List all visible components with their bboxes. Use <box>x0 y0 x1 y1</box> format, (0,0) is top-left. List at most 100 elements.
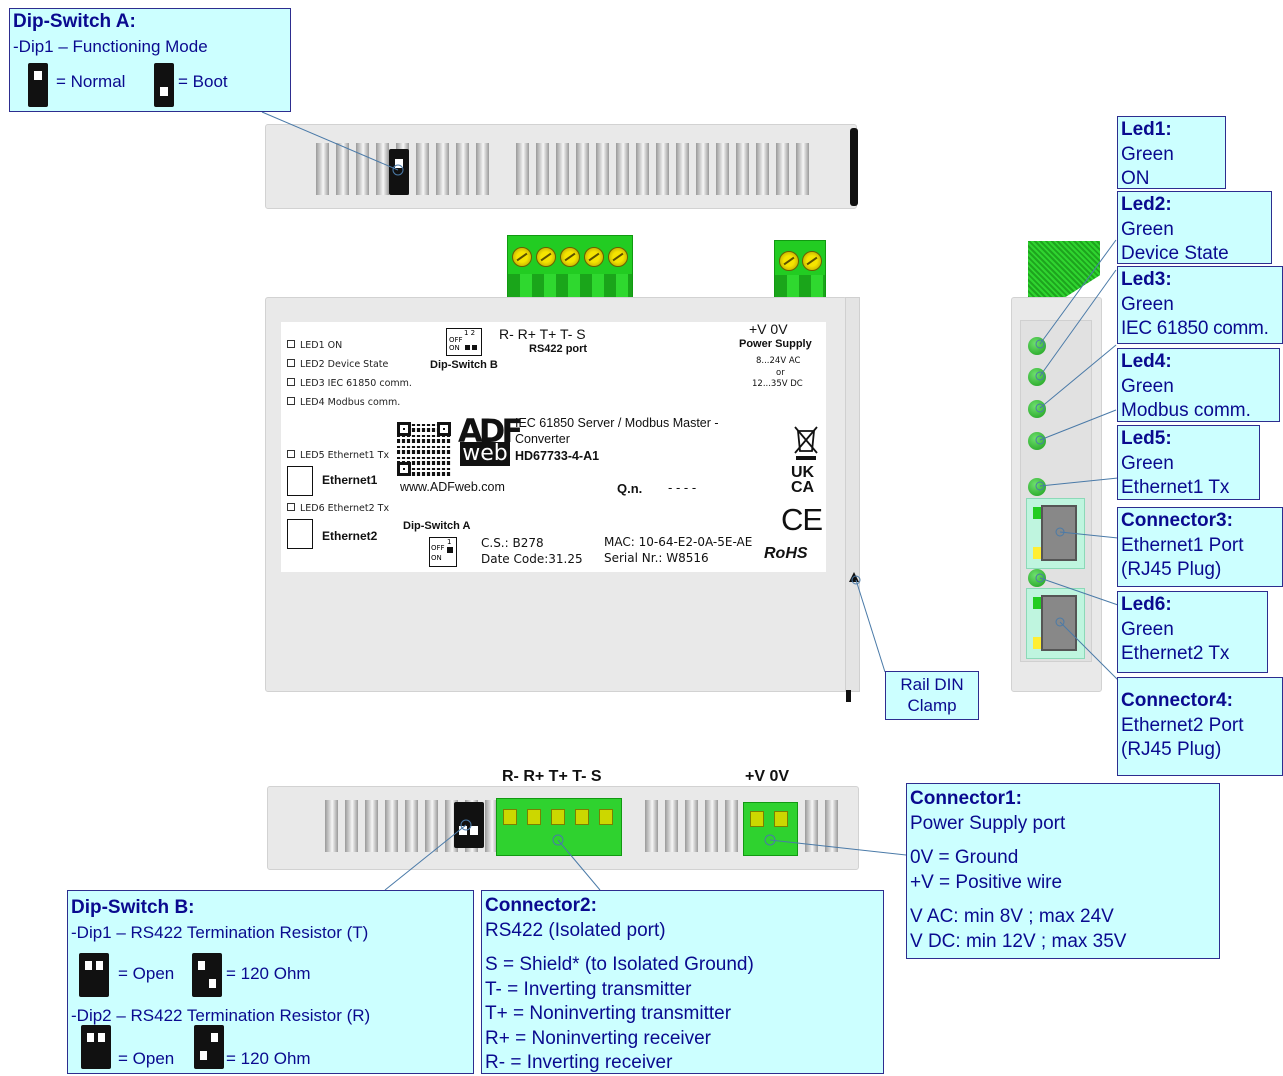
front-rail-clip <box>845 297 860 692</box>
cs-value: C.S.: B278 <box>481 536 544 550</box>
dip1-open-icon <box>79 953 109 997</box>
front-power-terminal <box>774 240 826 299</box>
callout-connector1-line5: V DC: min 12V ; max 35V <box>910 930 1127 952</box>
ukca-mark-bottom: CA <box>791 479 815 496</box>
dip2-open-icon <box>81 1025 111 1069</box>
callout-led6-desc: Ethernet2 Tx <box>1121 643 1230 664</box>
callout-led2-title: Led2: <box>1121 194 1172 215</box>
callout-connector2-line2: S = Shield* (to Isolated Ground) <box>485 954 754 975</box>
callout-led5-title: Led5: <box>1121 428 1172 449</box>
product-website: www.ADFweb.com <box>400 480 505 494</box>
callout-led1: Led1: Green ON <box>1117 116 1226 189</box>
front-led4-label: LED4 Modbus comm. <box>287 397 400 408</box>
dip1-120ohm-label: = 120 Ohm <box>226 964 311 983</box>
top-view-housing <box>265 124 858 209</box>
callout-led2-desc: Device State <box>1121 243 1229 264</box>
callout-connector1: Connector1: Power Supply port 0V = Groun… <box>906 783 1220 959</box>
dip1-120ohm-icon <box>192 953 222 997</box>
front-led2-label: LED2 Device State <box>287 359 388 370</box>
callout-connector1-line4: V AC: min 8V ; max 24V <box>910 906 1114 927</box>
side-rj45-port2 <box>1026 588 1085 659</box>
front-led3-label: LED3 IEC 61850 comm. <box>287 378 412 389</box>
front-dipswitch-a-symbol: OFF ON 1 <box>429 537 457 567</box>
callout-dipswitch-a-title: Dip-Switch A: <box>13 11 136 32</box>
side-rj45-port1 <box>1026 498 1085 569</box>
front-rs422-port-label: RS422 port <box>529 343 588 355</box>
callout-connector1-line3: +V = Positive wire <box>910 871 1063 893</box>
weee-icon <box>793 425 819 461</box>
dip-normal-icon <box>28 63 48 107</box>
callout-connector2-line1: RS422 (Isolated port) <box>485 919 666 941</box>
rail-din-arrow-icon <box>849 572 859 582</box>
callout-led5-desc: Ethernet1 Tx <box>1121 477 1230 498</box>
callout-rail-din: Rail DIN Clamp <box>885 671 979 720</box>
dip-boot-icon <box>154 63 174 107</box>
bottom-rs422-pins: R- R+ T+ T- S <box>502 768 602 785</box>
callout-dipswitch-b-title: Dip-Switch B: <box>71 897 195 918</box>
mac-address: MAC: 10-64-E2-0A-5E-AE <box>604 535 753 549</box>
callout-led5: Led5: Green Ethernet1 Tx <box>1117 425 1260 500</box>
front-dipswitch-a-label: Dip-Switch A <box>403 520 471 532</box>
callout-dipswitch-a-boot: = Boot <box>178 72 228 91</box>
callout-dipswitch-b: Dip-Switch B: -Dip1 – RS422 Termination … <box>67 890 474 1074</box>
callout-led3-desc: IEC 61850 comm. <box>1121 318 1269 339</box>
serial-number: Serial Nr.: W8516 <box>604 551 709 565</box>
front-ethernet1-label: Ethernet1 <box>322 473 378 487</box>
front-ps-dc: 12...35V DC <box>752 379 803 389</box>
date-code: Date Code:31.25 <box>481 552 583 566</box>
callout-connector4-title: Connector4: <box>1121 690 1233 711</box>
callout-rail-din-line1: Rail DIN <box>900 675 964 694</box>
callout-connector1-line2: 0V = Ground <box>910 847 1019 868</box>
product-code: HD67733-4-A1 <box>515 449 600 463</box>
callout-connector2-line6: R- = Inverting receiver <box>485 1052 673 1073</box>
callout-led4: Led4: Green Modbus comm. <box>1117 348 1280 422</box>
callout-led1-color: Green <box>1121 143 1174 165</box>
front-ps-title: Power Supply <box>739 338 812 350</box>
dip1-open-label: = Open <box>118 964 175 983</box>
callout-dipswitch-b-dip2: -Dip2 – RS422 Termination Resistor (R) <box>71 1006 371 1025</box>
bottom-dip-switch-b <box>454 802 484 848</box>
front-ethernet2-label: Ethernet2 <box>322 529 378 543</box>
front-ps-pins: +V 0V <box>749 321 788 337</box>
side-led6 <box>1028 569 1046 587</box>
product-desc-line2: Converter <box>515 432 570 446</box>
front-clip-black <box>846 690 851 702</box>
callout-dipswitch-a-normal: = Normal <box>56 72 126 91</box>
ce-mark: CE <box>781 502 823 537</box>
bottom-rs422-terminal <box>496 798 622 856</box>
callout-led3: Led3: Green IEC 61850 comm. <box>1117 266 1283 344</box>
callout-rail-din-line2: Clamp <box>907 696 957 715</box>
callout-connector2-title: Connector2: <box>485 895 597 916</box>
callout-led6: Led6: Green Ethernet2 Tx <box>1117 591 1268 673</box>
front-led5-label: LED5 Ethernet1 Tx <box>287 450 389 461</box>
callout-connector3-line2: (RJ45 Plug) <box>1121 559 1222 580</box>
ukca-mark-top: UK <box>791 464 815 481</box>
callout-connector3-line1: Ethernet1 Port <box>1121 534 1244 556</box>
side-led4 <box>1028 432 1046 450</box>
qr-code <box>397 422 451 476</box>
front-ethernet2-symbol <box>287 519 313 549</box>
callout-led2: Led2: Green Device State <box>1117 191 1272 264</box>
callout-connector2-line4: T+ = Noninverting transmitter <box>485 1003 732 1024</box>
callout-led2-color: Green <box>1121 218 1174 240</box>
callout-led1-title: Led1: <box>1121 119 1172 140</box>
bottom-power-terminal <box>743 802 798 856</box>
callout-connector2: Connector2: RS422 (Isolated port) S = Sh… <box>481 890 884 1074</box>
dip2-open-label: = Open <box>118 1049 175 1068</box>
qn-value: - - - - <box>668 480 697 495</box>
front-ps-ac: 8...24V AC <box>756 356 801 366</box>
front-dipswitch-b-label: Dip-Switch B <box>430 359 498 371</box>
callout-led6-title: Led6: <box>1121 594 1172 615</box>
callout-connector2-line3: T- = Inverting transmitter <box>485 978 692 1000</box>
front-led6-label: LED6 Ethernet2 Tx <box>287 503 389 514</box>
qn-label: Q.n. <box>617 481 643 496</box>
callout-dipswitch-a-line1: -Dip1 – Functioning Mode <box>13 36 208 56</box>
callout-led6-color: Green <box>1121 618 1174 640</box>
callout-led4-title: Led4: <box>1121 351 1172 372</box>
side-led2 <box>1028 368 1046 386</box>
top-housing-clip <box>850 128 858 206</box>
callout-connector1-line1: Power Supply port <box>910 812 1066 834</box>
callout-connector1-title: Connector1: <box>910 788 1022 809</box>
front-led1-label: LED1 ON <box>287 340 342 351</box>
rohs-mark: RoHS <box>764 545 808 562</box>
